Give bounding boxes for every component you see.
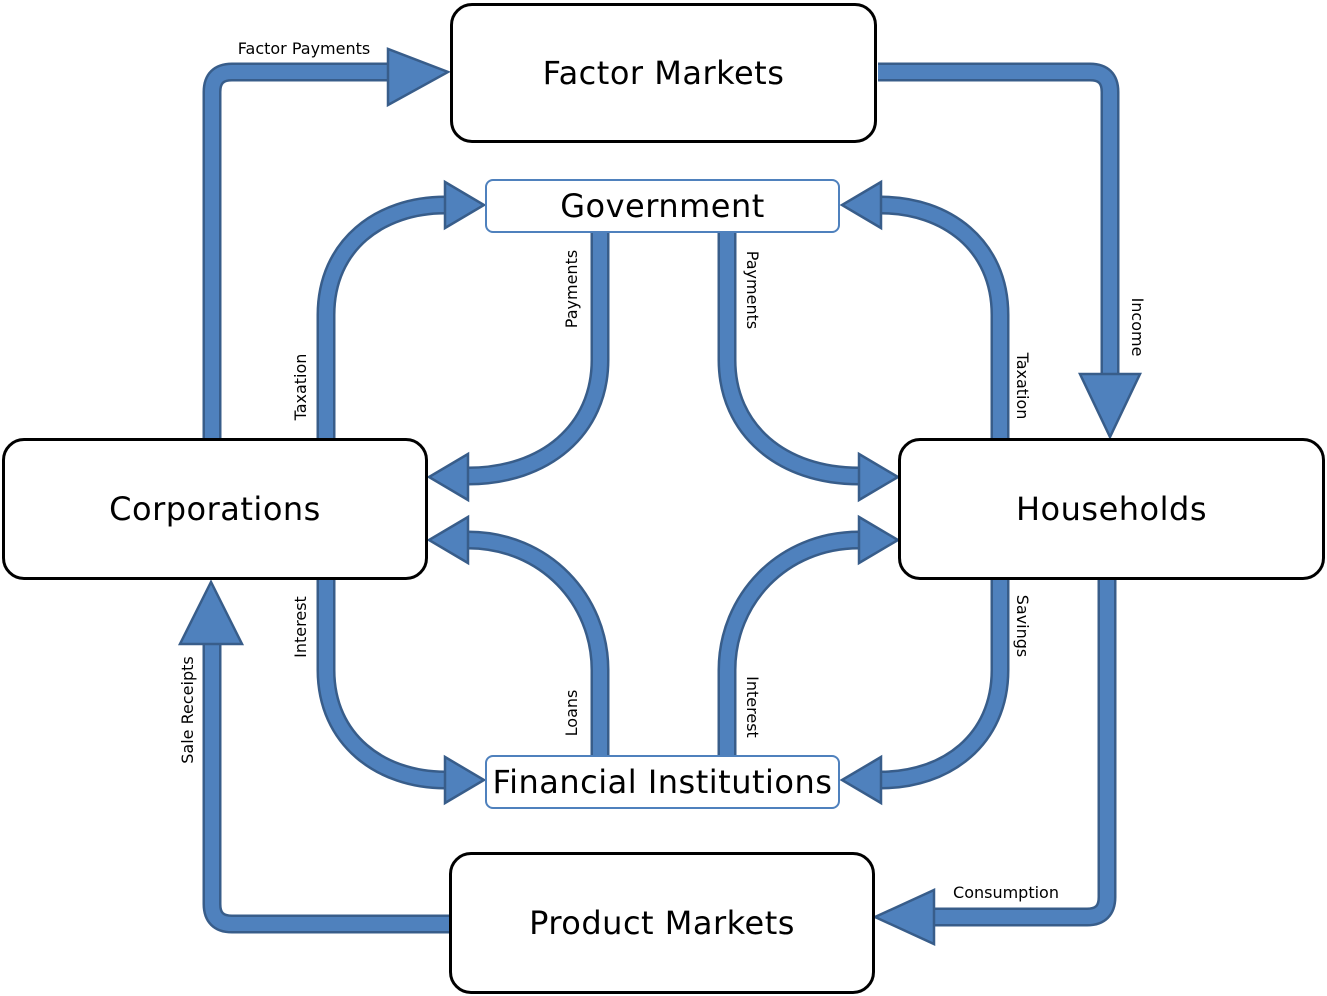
taxation-corporations-flow [316,179,487,440]
taxation-corporations-label: Taxation [291,353,310,421]
government-label: Government [560,187,765,225]
product-markets-box: Product Markets [449,852,875,994]
income-flow-arrowhead [1078,372,1142,440]
savings-flow [839,580,1010,806]
financial-institutions-label: Financial Institutions [492,763,833,801]
interest-households-label: Interest [743,676,762,738]
loans-flow-arrowhead [426,514,470,566]
factor-markets-label: Factor Markets [542,54,785,92]
government-box: Government [485,179,840,233]
interest-corporations-flow-arrowhead [443,754,487,806]
payments-to-corporations-label: Payments [562,249,581,329]
households-label: Households [1015,490,1207,528]
product-markets-label: Product Markets [529,904,795,942]
payments-to-households-flow [717,233,901,503]
income-label: Income [1128,297,1147,357]
interest-households-flow [717,514,901,755]
taxation-households-flow [839,179,1010,440]
consumption-flow-arrowhead [871,888,936,946]
payments-to-corporations-flow-arrowhead [426,451,470,503]
income-flow [878,62,1142,440]
savings-flow-arrowhead [839,754,883,806]
loans-flow [426,514,610,755]
payments-to-households-label: Payments [743,250,762,330]
taxation-corporations-flow-arrowhead [443,179,487,231]
savings-label: Savings [1013,594,1032,658]
payments-to-corporations-flow [426,233,610,503]
corporations-box: Corporations [2,438,428,580]
factor-payments-flow [202,47,451,440]
sale-receipts-flow [177,579,449,934]
financial-institutions-box: Financial Institutions [485,755,840,809]
interest-corporations-flow [316,580,487,806]
payments-to-households-flow-arrowhead [857,451,901,503]
interest-corporations-label: Interest [291,596,310,658]
factor-payments-flow-arrowhead [386,47,451,108]
loans-label: Loans [562,689,581,737]
factor-payments-label: Factor Payments [237,39,371,58]
factor-markets-box: Factor Markets [450,3,877,143]
households-box: Households [898,438,1325,580]
taxation-households-label: Taxation [1013,352,1032,420]
corporations-label: Corporations [109,490,321,528]
consumption-label: Consumption [953,883,1059,902]
interest-households-flow-arrowhead [857,514,901,566]
consumption-flow [871,580,1117,946]
sale-receipts-flow-arrowhead [177,579,245,646]
taxation-households-flow-arrowhead [839,179,883,231]
sale-receipts-label: Sale Receipts [178,656,197,764]
